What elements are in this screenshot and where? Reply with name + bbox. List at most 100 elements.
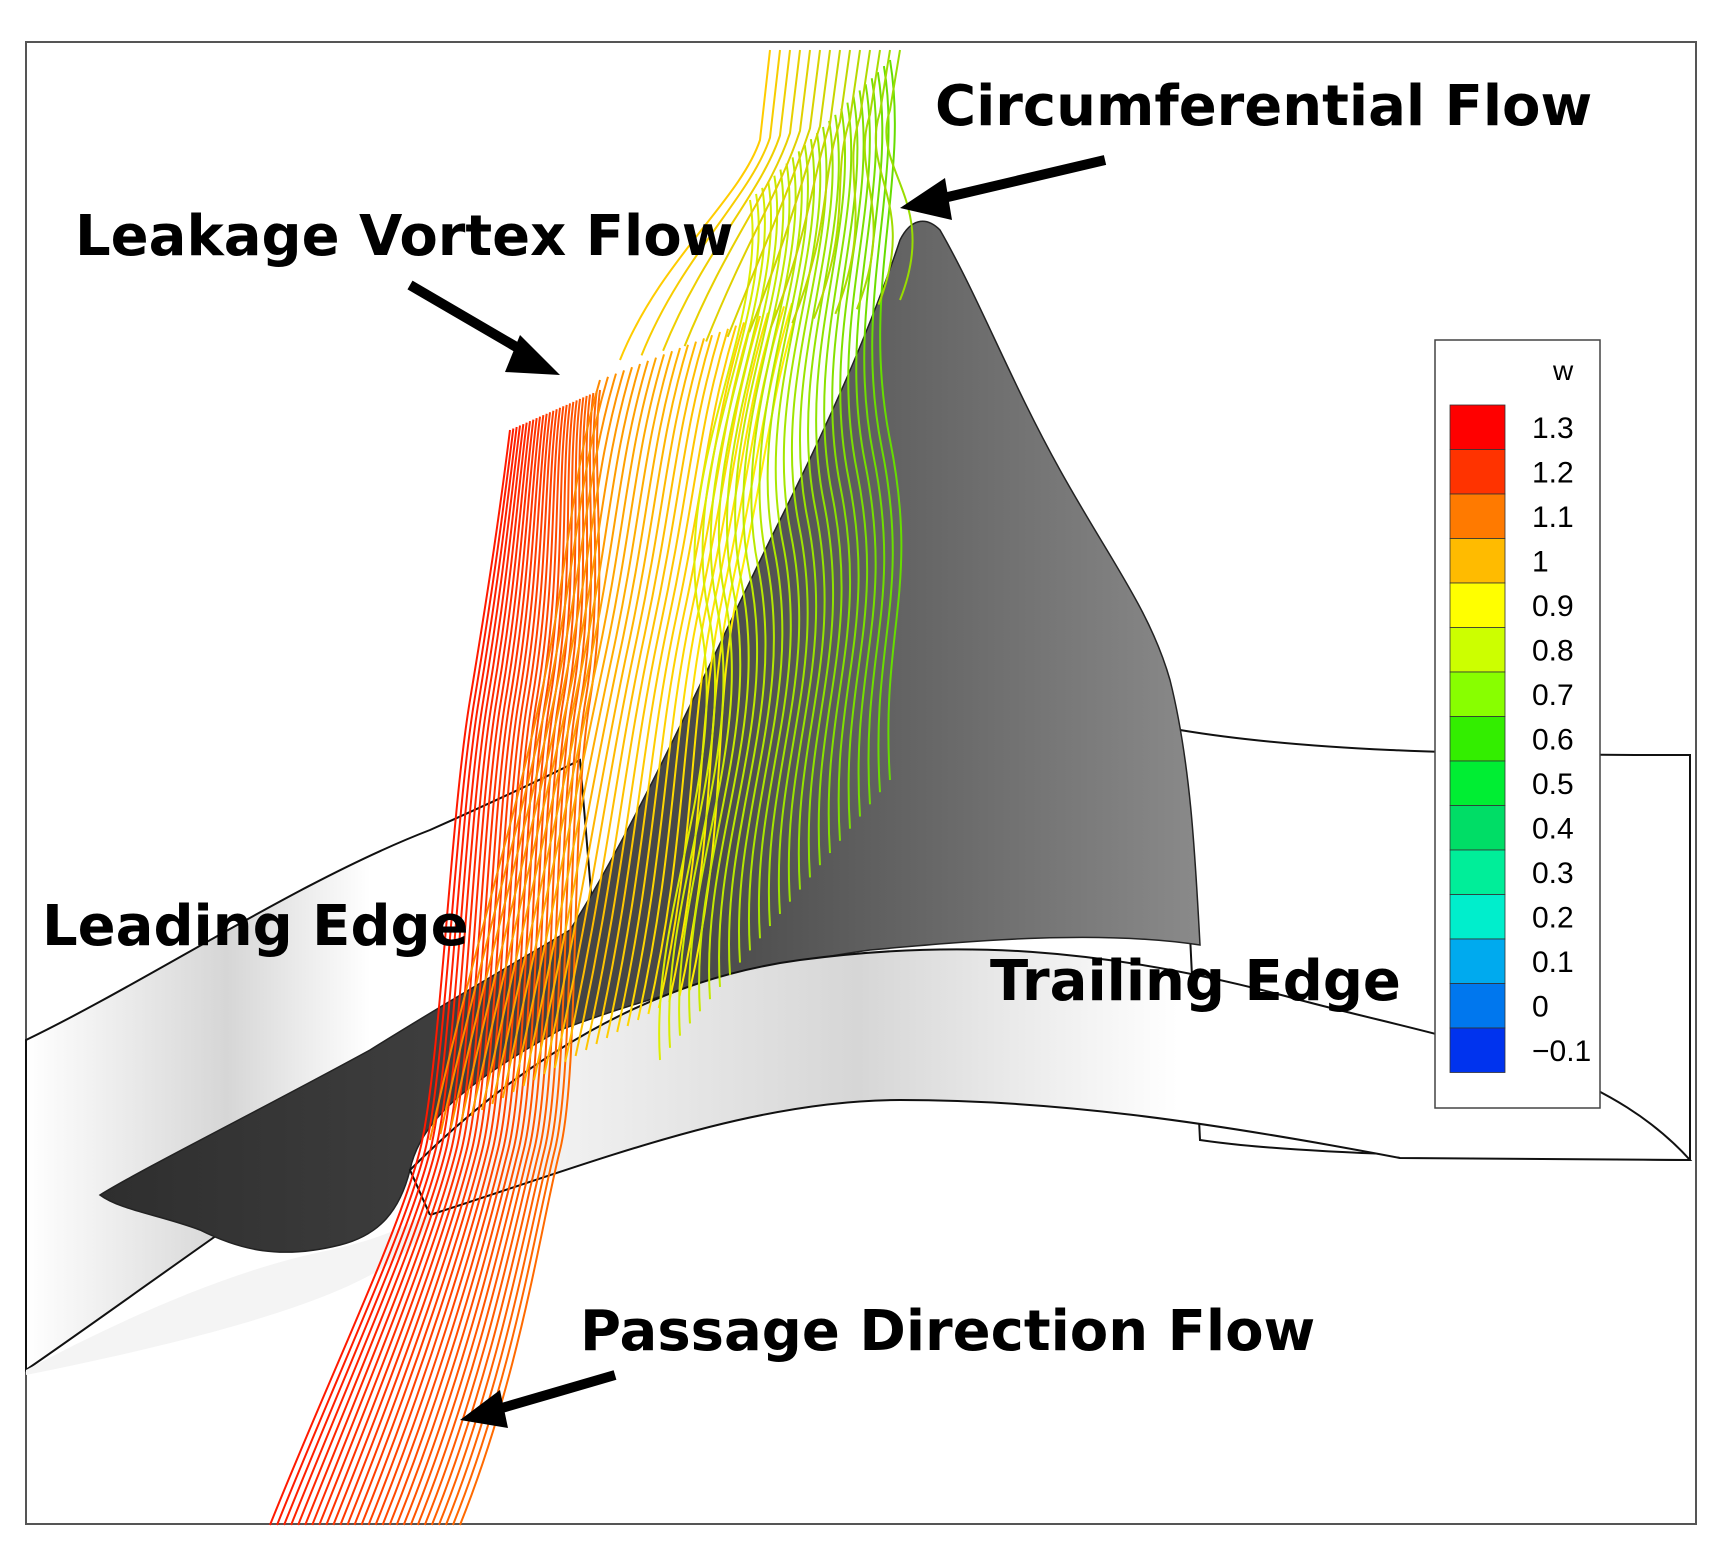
streamline <box>797 114 840 890</box>
legend-swatch <box>1449 538 1506 584</box>
annotation-arrows <box>407 155 1107 1428</box>
streamline <box>658 199 754 1061</box>
streamline <box>339 415 545 1526</box>
label-passage-direction-flow: Passage Direction Flow <box>580 1299 1315 1364</box>
streamline <box>791 49 851 324</box>
streamline <box>757 138 816 939</box>
streamline <box>491 360 649 1105</box>
streamline <box>437 394 591 1526</box>
streamline <box>885 49 914 301</box>
streamline <box>871 65 894 793</box>
streamline <box>616 322 745 1033</box>
legend-swatch <box>1449 404 1506 450</box>
streamline <box>416 398 581 1526</box>
streamline <box>683 49 801 347</box>
streamline <box>459 389 601 1526</box>
label-leading-edge: Leading Edge <box>42 894 469 959</box>
streamline <box>738 151 803 963</box>
streamline <box>668 193 760 1048</box>
streamline <box>748 49 831 333</box>
streamline <box>449 373 617 1129</box>
label-leakage-vortex-flow: Leakage Vortex Flow <box>75 204 733 269</box>
circumferential-arrow <box>933 155 1107 205</box>
streamline <box>553 341 697 1069</box>
streamline <box>855 49 881 310</box>
legend-tick-label: 1.2 <box>1532 457 1574 490</box>
streamline <box>777 126 828 914</box>
streamline <box>874 49 894 305</box>
legend-tick-label: 1.3 <box>1532 412 1574 445</box>
legend-swatches <box>1449 404 1506 1073</box>
legend-tick-label: −0.1 <box>1532 1035 1591 1068</box>
legend-swatch <box>1449 1027 1506 1073</box>
legend-swatch <box>1449 627 1506 673</box>
legend-tick-label: 0.5 <box>1532 768 1574 801</box>
streamline <box>381 406 565 1526</box>
legend-tick-label: 0.7 <box>1532 679 1574 712</box>
streamline <box>678 187 766 1036</box>
streamline <box>662 49 791 352</box>
legend-swatch <box>1449 849 1506 895</box>
streamline <box>605 325 737 1039</box>
streamline <box>367 409 558 1526</box>
streamline <box>769 49 841 329</box>
legend-tick-label: 0.6 <box>1532 724 1574 757</box>
streamline <box>834 49 871 315</box>
legend-tick-label: 0.2 <box>1532 902 1574 935</box>
legend-swatch <box>1449 805 1506 851</box>
streamline <box>767 132 822 927</box>
streamline <box>444 392 595 1526</box>
streamline <box>812 49 861 319</box>
circumferential-arrowhead <box>900 178 952 220</box>
legend-ticks: 1.31.21.110.90.80.70.60.50.40.30.20.10−0… <box>1532 412 1591 1068</box>
streamline <box>728 157 797 975</box>
passage-arrow <box>493 1370 617 1415</box>
legend-swatch <box>1449 582 1506 628</box>
streamline <box>276 428 515 1526</box>
streamline <box>481 363 641 1111</box>
leakage-arrowhead <box>505 335 560 375</box>
legend-swatch <box>1449 449 1506 495</box>
legend-tick-label: 0.1 <box>1532 946 1574 979</box>
streamline <box>564 338 705 1063</box>
legend-tick-label: 0.3 <box>1532 857 1574 890</box>
legend-swatch <box>1449 493 1506 539</box>
streamline <box>817 102 853 866</box>
streamline <box>522 350 673 1087</box>
streamline <box>304 422 528 1526</box>
streamline <box>439 376 609 1135</box>
streamline <box>879 59 903 781</box>
streamline <box>748 145 809 951</box>
color-legend: w 1.31.21.110.90.80.70.60.50.40.30.20.10… <box>1434 339 1601 1109</box>
streamline <box>698 175 779 1012</box>
legend-tick-label: 0.4 <box>1532 813 1574 846</box>
streamline <box>574 334 713 1057</box>
streamline <box>595 328 729 1045</box>
streamline <box>640 49 781 356</box>
streamline <box>395 403 571 1526</box>
streamline <box>543 344 689 1075</box>
streamline <box>470 366 633 1117</box>
streamline <box>430 395 588 1526</box>
streamline <box>718 163 791 988</box>
legend-swatch <box>1449 760 1506 806</box>
streamline <box>269 429 511 1526</box>
streamline <box>283 426 518 1526</box>
streamline <box>585 331 721 1051</box>
streamline <box>512 354 665 1093</box>
legend-swatch <box>1449 983 1506 1029</box>
streamline <box>647 312 769 1015</box>
legend-tick-label: 1 <box>1532 546 1549 579</box>
streamline <box>318 419 535 1526</box>
streamline <box>460 370 625 1123</box>
streamline <box>297 423 525 1526</box>
label-trailing-edge: Trailing Edge <box>990 949 1401 1014</box>
streamline <box>388 404 568 1526</box>
legend-swatch <box>1449 716 1506 762</box>
legend-swatch <box>1449 671 1506 717</box>
streamline <box>657 309 777 1009</box>
hub-surface-lower <box>26 1215 430 1375</box>
streamline <box>429 379 601 1141</box>
streamline <box>855 78 878 817</box>
